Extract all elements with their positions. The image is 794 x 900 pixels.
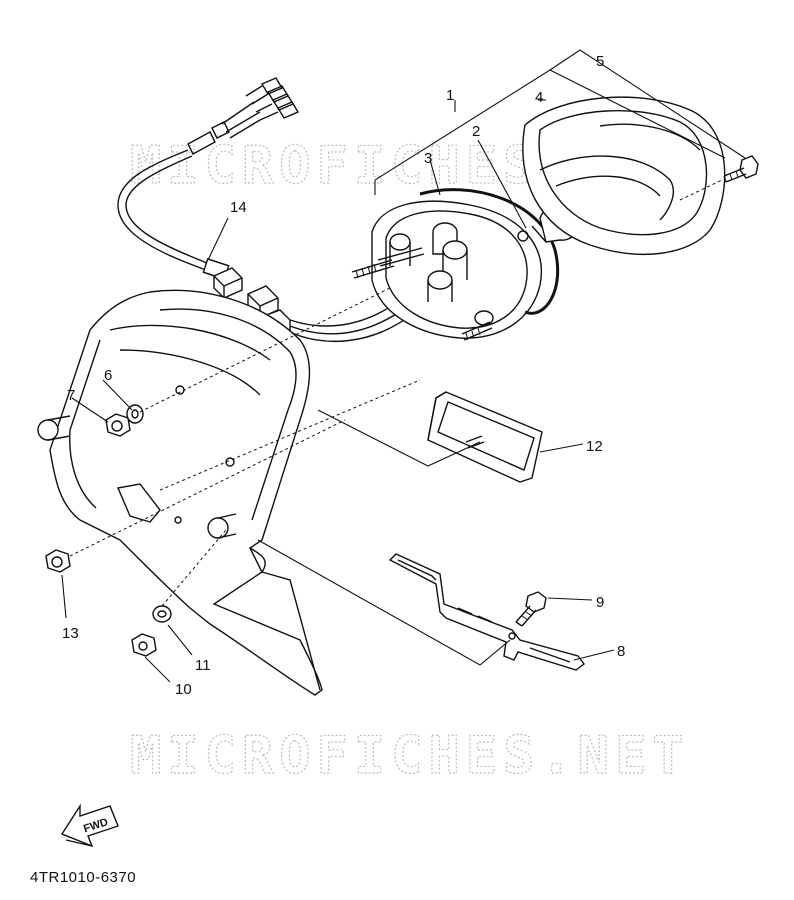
callout-12: 12 [586,438,603,455]
assembly-lines [69,179,723,607]
callout-3: 3 [424,150,432,167]
tail-light-housing [351,188,560,341]
nut-7 [105,413,131,437]
callout-numbers: 1 2 3 4 5 6 7 8 9 10 11 12 13 14 [62,53,625,698]
bolt [515,591,547,627]
callout-1: 1 [446,87,454,104]
lens [522,96,726,255]
leader-lines [61,49,746,683]
plate-bracket [388,553,585,671]
callout-10: 10 [175,681,192,698]
callout-7: 7 [67,387,75,404]
nut-13 [45,549,71,573]
callout-8: 8 [617,643,625,660]
callout-13: 13 [62,625,79,642]
rear-fender-bracket [37,289,323,696]
callout-9: 9 [596,594,604,611]
screw [723,155,759,183]
callout-6: 6 [104,367,112,384]
callout-4: 4 [535,89,543,106]
watermark-bottom: MICROFICHES.NET [130,726,690,786]
nut-10 [131,633,157,657]
reflector [427,391,543,483]
callout-2: 2 [472,123,480,140]
diagram-code: 4TR1010-6370 [30,869,136,886]
forward-arrow-icon: FWD [60,803,119,848]
callout-11: 11 [195,657,211,674]
washer-11 [152,605,172,623]
callout-5: 5 [596,53,604,70]
callout-14: 14 [230,199,247,216]
